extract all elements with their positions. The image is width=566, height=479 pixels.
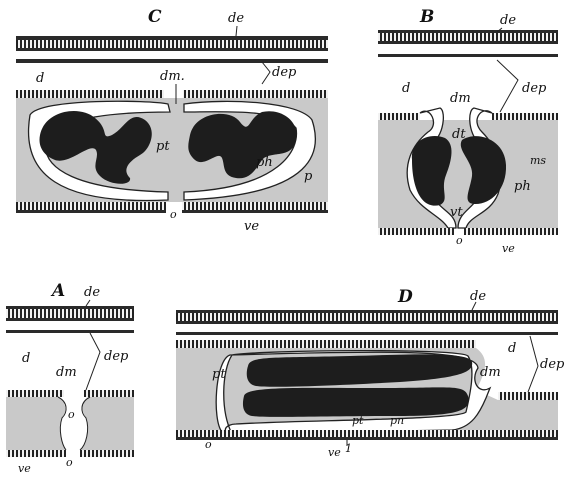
panel-d-ventral-band — [176, 437, 558, 440]
panel-c-lead-dep — [262, 62, 270, 84]
panel-c-title: C — [148, 7, 162, 27]
panel-d-label-de: de — [470, 289, 486, 304]
panel-a-band-outer — [6, 306, 134, 309]
panel-b-label-dep: dep — [522, 81, 547, 96]
panel-c-label-pt: pt — [156, 139, 170, 154]
panel-d-label-pt-upper: pt — [212, 367, 226, 382]
panel-d-band-outer — [176, 310, 558, 313]
panel-a-label-dep: dep — [104, 349, 129, 364]
panel-d-label-pt-lower: pt — [352, 414, 364, 427]
panel-d-band-inner — [176, 321, 558, 324]
panel-a-label-de: de — [84, 285, 100, 300]
panel-b-label-de: de — [500, 13, 516, 28]
panel-d-label-pn: pn — [390, 414, 404, 427]
panel-c-ectoderm-lower — [16, 59, 328, 63]
panel-c-lead-de — [236, 26, 237, 36]
panel-c-label-dep: dep — [272, 65, 297, 80]
panel-a-dep-left — [6, 390, 64, 397]
panel-d-label-dep: dep — [540, 357, 565, 372]
panel-c-label-p: p — [304, 169, 313, 184]
panel-b-dep-right — [492, 113, 558, 120]
panel-a-lead-dep — [86, 333, 100, 390]
panel-c-label-d: d — [36, 71, 44, 86]
panel-b-dep-left — [378, 113, 420, 120]
panel-a-ventral-right — [80, 450, 134, 457]
panel-d-dep-left — [176, 340, 476, 348]
panel-d-organ-lower — [243, 387, 469, 417]
panel-c-label-ph: ph — [256, 155, 273, 170]
panel-a-ectoderm-lower — [6, 330, 134, 333]
panel-c-dep-right — [183, 90, 328, 98]
panel-a-label-o-bottom: o — [66, 456, 73, 469]
panel-b-label-o: o — [456, 234, 463, 247]
panel-b-label-ph: ph — [514, 179, 531, 194]
panel-c-label-o: o — [170, 208, 177, 221]
panel-c-label-ve: ve — [244, 219, 259, 234]
panel-a-title: A — [50, 281, 65, 301]
panel-b: B de d dm dep dt ms ph vt o ve — [378, 7, 558, 255]
panel-b-ventral-right — [464, 228, 558, 235]
panel-d-label-marker: 1 — [345, 442, 352, 455]
panel-c-dorsal-band-outer — [16, 36, 328, 40]
panel-b-label-vt: vt — [450, 205, 463, 220]
panel-c-ventral-right — [182, 202, 328, 210]
panel-c-ventral-left — [16, 202, 166, 210]
panel-c-ventral-band-right — [182, 210, 328, 213]
panel-a-label-dm: dm — [56, 365, 77, 380]
panel-a-lead-de — [86, 300, 90, 306]
panel-d-ventral-hatch — [176, 430, 558, 437]
panel-c-label-dm: dm. — [160, 69, 185, 84]
panel-c-dorsal-band-inner — [16, 48, 328, 51]
panel-b-hatch-top — [378, 33, 558, 41]
panel-b-title: B — [419, 7, 434, 27]
panel-a-label-ve: ve — [18, 462, 31, 475]
panel-a: A de d dm dep o o ve — [6, 281, 134, 475]
panel-b-label-dm: dm — [450, 91, 471, 106]
panel-a-label-o-top: o — [68, 408, 75, 421]
panel-a-tissue-right — [80, 397, 134, 450]
panel-d-title: D — [397, 287, 413, 307]
panel-d-label-dm: dm — [480, 365, 501, 380]
panel-c-dorsal-hatch — [16, 40, 328, 48]
panel-b-ventral-left — [378, 228, 454, 235]
panel-b-lead-dep — [497, 60, 518, 112]
panel-c-label-de: de — [228, 11, 244, 26]
panel-b-ectoderm-lower — [378, 54, 558, 57]
panel-a-dep-right — [84, 390, 134, 397]
panel-b-band-outer — [378, 30, 558, 33]
panel-a-hatch-top — [6, 309, 134, 318]
panel-d-hatch-top — [176, 313, 558, 321]
panel-d-dep-right — [498, 392, 558, 400]
panel-b-label-dt: dt — [452, 127, 466, 142]
panel-b-label-ms: ms — [530, 154, 546, 167]
panel-c-dep-left — [16, 90, 164, 98]
panel-c-ventral-band-left — [16, 210, 166, 213]
panel-a-label-d: d — [22, 351, 30, 366]
panel-d-label-o: o — [205, 438, 212, 451]
panel-b-label-ve: ve — [502, 242, 515, 255]
panel-a-band-inner — [6, 318, 134, 321]
panel-a-ventral-left — [6, 450, 66, 457]
panel-a-tissue-left — [6, 397, 66, 450]
panel-d-ectoderm-lower — [176, 332, 558, 335]
panel-c: C de d dm. dep pt ph p o ve — [16, 7, 328, 234]
panel-b-label-d: d — [402, 81, 410, 96]
panel-d: D de d dep dm pt pt pn o ve 1 — [176, 287, 565, 459]
panel-d-label-d: d — [508, 341, 516, 356]
panel-b-band-inner — [378, 41, 558, 44]
panel-d-label-ve: ve — [328, 446, 341, 459]
panel-d-lead-dep — [528, 336, 538, 392]
